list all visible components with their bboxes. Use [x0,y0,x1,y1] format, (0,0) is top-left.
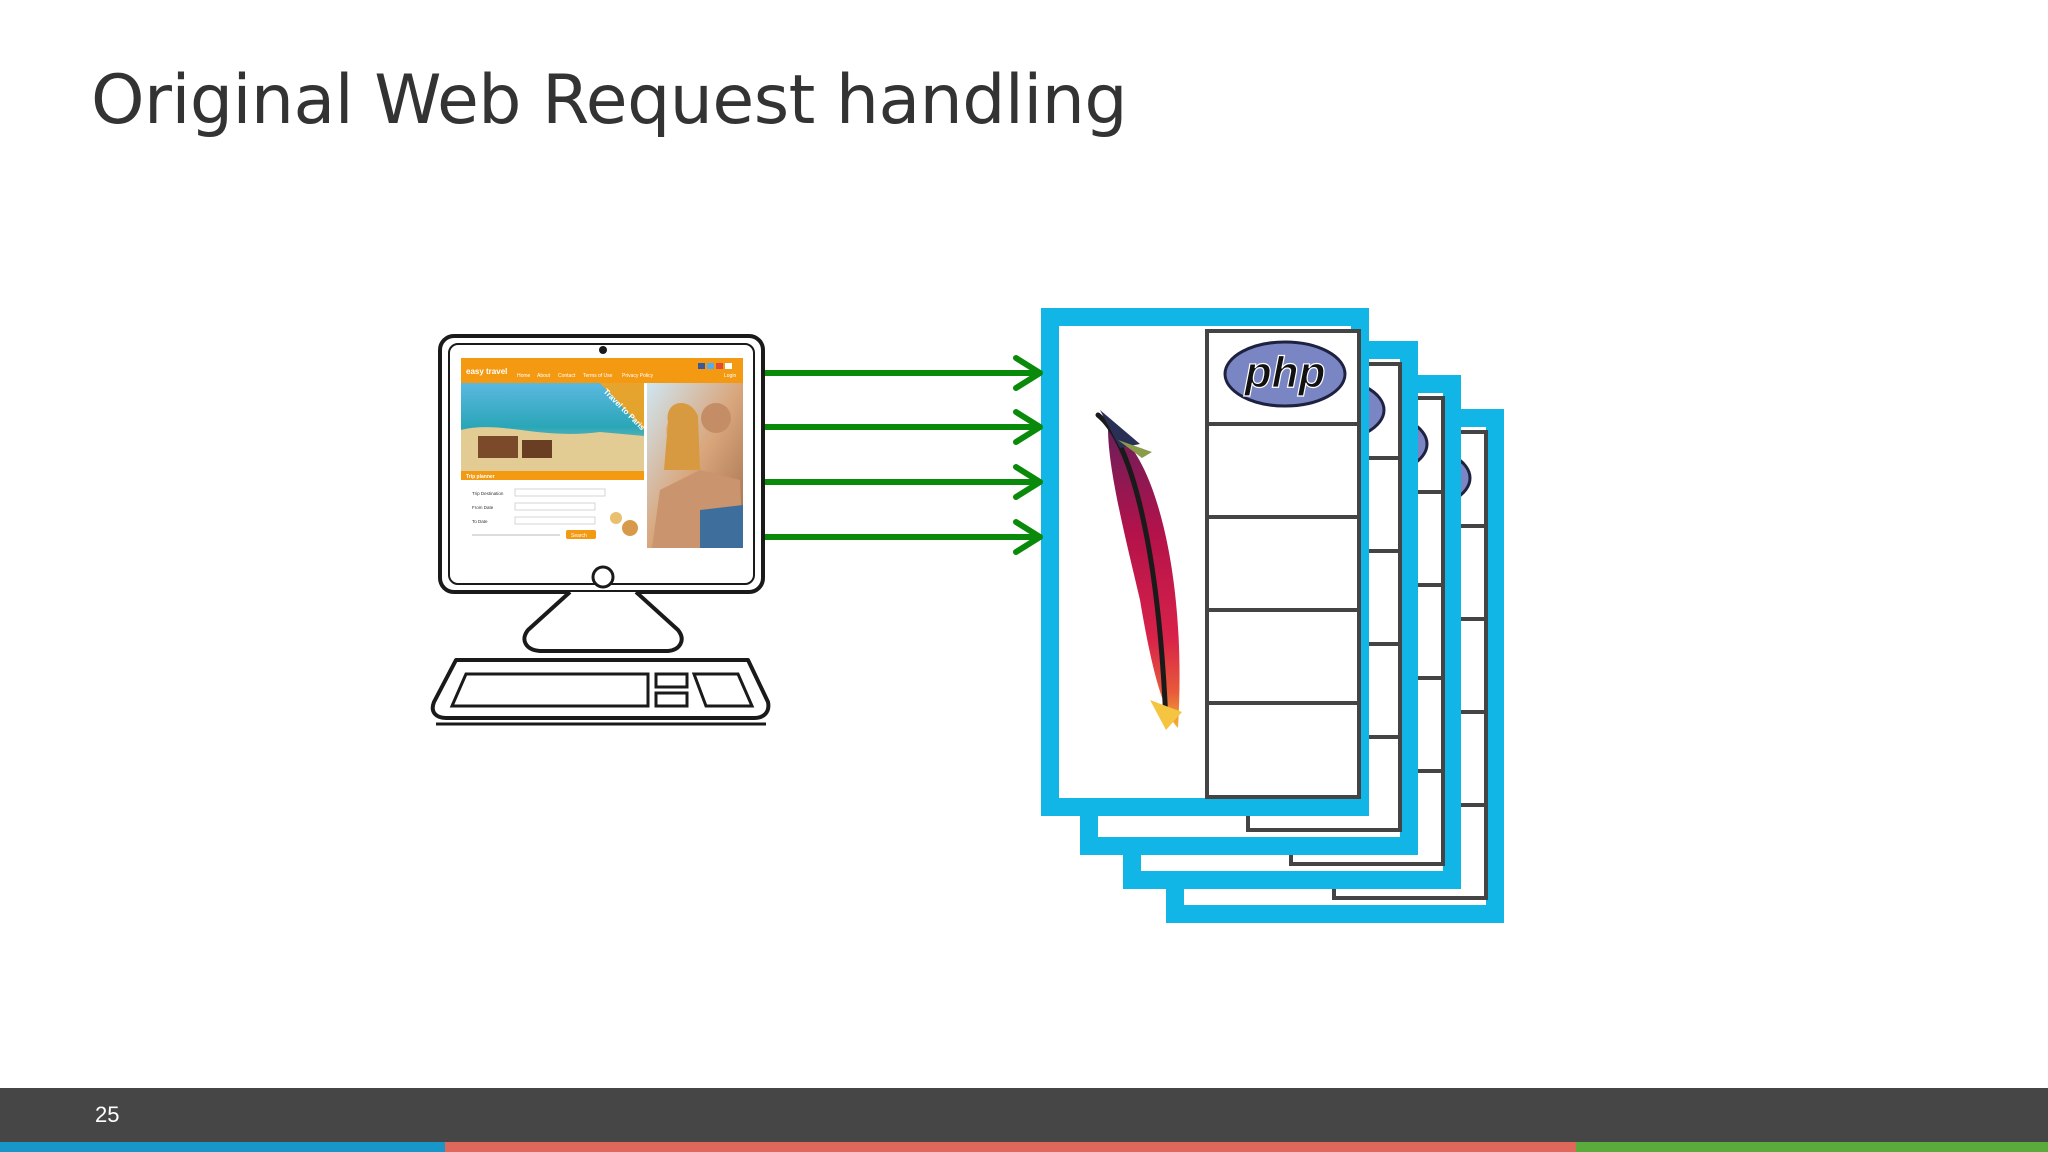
footer-stripe-blue [0,1142,445,1152]
request-arrow-3 [759,464,1043,500]
website-form-title: Trip planner [466,474,495,480]
page-number: 25 [95,1102,120,1127]
request-arrow-4 [759,519,1043,555]
website-nav-contact: Contact [558,373,576,379]
website-nav-privacy: Privacy Policy [622,373,654,379]
website-login: Login [724,373,736,379]
server-process-1 [1041,308,1369,816]
request-handling-diagram: php [430,308,1504,923]
website-nav-terms: Terms of Use [583,373,613,379]
website-field-to-date: To Date [472,519,488,524]
website-nav-about: About [537,373,551,379]
website-field-from-date: From Date [472,505,494,510]
request-arrows [759,355,1043,555]
request-arrow-1 [759,355,1043,391]
travel-website-screenshot: easy travel Home About Contact Terms of … [461,358,743,548]
footer-stripe-red [445,1142,1576,1152]
php-logo-icon [1223,340,1347,408]
apache-feather-icon [1095,410,1182,730]
website-logo: easy travel [466,367,507,376]
request-arrow-2 [759,409,1043,445]
website-search-button: Search [571,533,587,539]
footer-bar: 25 [0,1088,2048,1152]
website-nav-home: Home [517,373,531,379]
slide-title: Original Web Request handling [91,61,1127,140]
desktop-computer-icon: easy travel Home About Contact Terms of … [430,334,771,726]
website-field-destination: Trip Destination [472,491,504,496]
footer-stripe-green [1576,1142,2048,1152]
server-process-stack [1041,308,1504,923]
